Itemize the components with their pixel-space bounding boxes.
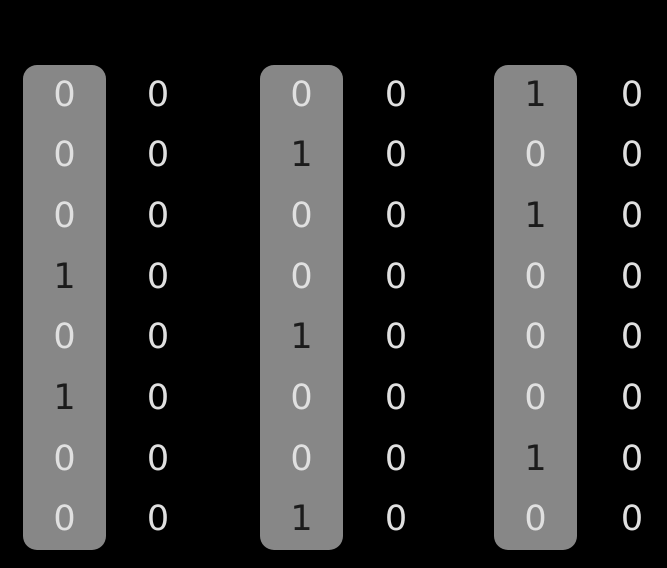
digit-cell: 1 [53, 256, 76, 297]
digit-cell: 0 [620, 135, 644, 176]
digit-cell: 0 [384, 499, 408, 540]
digit-cell: 0 [524, 377, 547, 418]
digit-cell: 0 [384, 74, 408, 115]
digit-cell: 0 [53, 499, 76, 540]
digit-cell: 0 [146, 317, 170, 358]
digit-cell: 0 [146, 438, 170, 479]
digit-cell: 0 [620, 317, 644, 358]
digit-cell: 0 [384, 317, 408, 358]
digit-cell: 0 [53, 135, 76, 176]
digit-cell: 0 [290, 438, 313, 479]
vector-column: 0 0 0 0 0 0 0 0 [374, 65, 418, 550]
digit-cell: 1 [524, 196, 547, 237]
digit-cell: 1 [290, 135, 313, 176]
digit-cell: 1 [290, 499, 313, 540]
digit-cell: 0 [146, 377, 170, 418]
digit-cell: 0 [290, 377, 313, 418]
vector-column: 0 0 0 0 0 0 0 0 [136, 65, 180, 550]
digit-cell: 1 [524, 438, 547, 479]
digit-cell: 1 [53, 377, 76, 418]
highlighted-vector-column[interactable]: 1 0 1 0 0 0 1 0 [494, 65, 577, 550]
digit-cell: 0 [524, 317, 547, 358]
digit-cell: 0 [620, 499, 644, 540]
digit-cell: 0 [620, 256, 644, 297]
digit-cell: 0 [384, 438, 408, 479]
digit-cell: 0 [290, 196, 313, 237]
digit-cell: 0 [620, 438, 644, 479]
digit-cell: 0 [524, 256, 547, 297]
digit-cell: 0 [146, 74, 170, 115]
digit-cell: 1 [524, 74, 547, 115]
digit-cell: 0 [53, 438, 76, 479]
digit-cell: 0 [620, 377, 644, 418]
digit-cell: 0 [146, 499, 170, 540]
digit-cell: 0 [146, 256, 170, 297]
digit-cell: 0 [290, 74, 313, 115]
highlighted-vector-column[interactable]: 0 0 0 1 0 1 0 0 [23, 65, 106, 550]
digit-cell: 0 [53, 317, 76, 358]
digit-cell: 1 [290, 317, 313, 358]
digit-cell: 0 [146, 135, 170, 176]
digit-cell: 0 [384, 256, 408, 297]
digit-cell: 0 [524, 135, 547, 176]
digit-cell: 0 [384, 377, 408, 418]
digit-cell: 0 [53, 196, 76, 237]
digit-cell: 0 [620, 196, 644, 237]
vector-column: 0 0 0 0 0 0 0 0 [610, 65, 654, 550]
digit-cell: 0 [53, 74, 76, 115]
digit-cell: 0 [146, 196, 170, 237]
digit-cell: 0 [384, 135, 408, 176]
digit-cell: 0 [620, 74, 644, 115]
highlighted-vector-column[interactable]: 0 1 0 0 1 0 0 1 [260, 65, 343, 550]
digit-cell: 0 [290, 256, 313, 297]
digit-cell: 0 [384, 196, 408, 237]
digit-cell: 0 [524, 499, 547, 540]
